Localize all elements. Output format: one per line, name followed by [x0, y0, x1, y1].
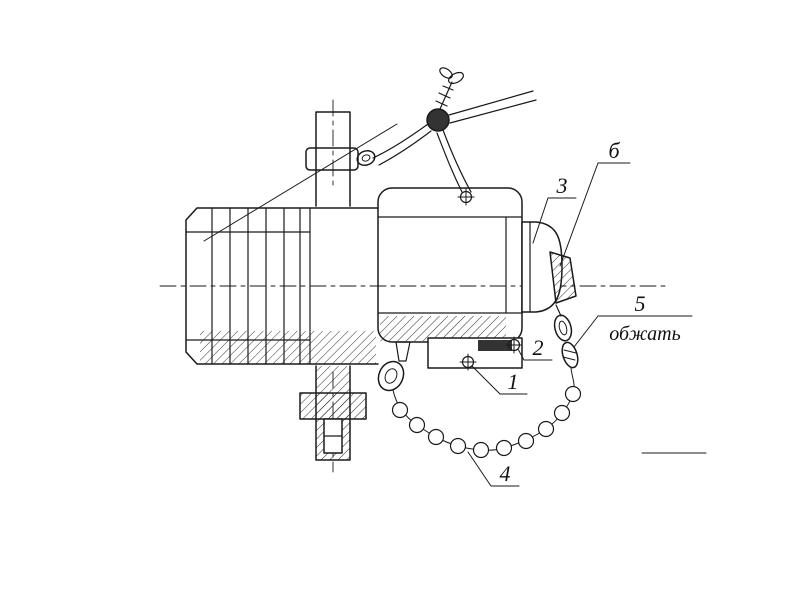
lockwire-eyelet-hole [361, 154, 371, 162]
note-crimp: обжать [609, 323, 680, 345]
panel-top-bolt [305, 147, 359, 171]
lead-seal [426, 108, 450, 132]
chain-bead [427, 428, 445, 446]
pipe-section-hatch [200, 331, 376, 364]
marker-item-1 [459, 353, 477, 371]
marker-item-2 [505, 336, 523, 354]
marker-cross [459, 353, 477, 371]
chain-bead [408, 416, 426, 434]
chain-bead [517, 432, 535, 450]
leader-5 [573, 315, 693, 348]
chain-cord [392, 367, 575, 451]
nut-section-hatch [380, 316, 506, 341]
leader-6 [559, 162, 631, 267]
chain-beads [391, 385, 582, 459]
seal-assembly [427, 337, 523, 369]
wire-run-left [203, 123, 398, 242]
pipe-outline [185, 207, 379, 365]
lockwire-eyelet [356, 149, 376, 167]
chain-eyelet-hole [384, 368, 398, 384]
callout-1: 1 [508, 369, 519, 394]
marker-cross [505, 336, 523, 354]
link-loop-hole [558, 320, 568, 336]
union-nut [377, 187, 523, 343]
leader-4 [467, 451, 520, 487]
wire-run-right [448, 90, 537, 124]
lockwire-assembly [203, 67, 537, 242]
callout-2: 2 [533, 335, 544, 360]
lanyard-link [553, 304, 579, 369]
crimp-sleeve-item-5 [561, 341, 579, 369]
mounting-panel [299, 111, 376, 461]
chain-bead [495, 439, 513, 457]
leader-lines [467, 162, 707, 487]
wire-twist-loop-b [439, 67, 453, 79]
lockwire-curves [436, 129, 472, 193]
chain-eyelet [377, 360, 405, 392]
twisted-wire [435, 81, 454, 110]
marker-lockwire-hole [457, 188, 475, 206]
callout-labels: б 3 5 обжать 2 1 4 [500, 138, 681, 486]
crimp-marks [562, 349, 577, 361]
reference-markers [457, 188, 523, 371]
leader-2 [517, 348, 553, 361]
chain-bead [553, 404, 571, 422]
callout-4: 4 [500, 461, 511, 486]
link-connector [555, 304, 562, 317]
chain-bead [472, 441, 490, 459]
leader-1 [471, 365, 528, 395]
nut-facet-lines [377, 216, 523, 314]
pipe-thread-lines [211, 207, 311, 365]
chain-bead [391, 401, 409, 419]
chain-bead [537, 420, 555, 438]
chain-anchor-tab [395, 341, 411, 362]
callout-6: б [608, 138, 620, 163]
chain-bead [449, 437, 467, 455]
wire-run-to-panel [372, 123, 432, 166]
leader-3 [532, 197, 577, 244]
centerlines [159, 99, 667, 473]
callout-5: 5 [635, 291, 646, 316]
panel-flange [299, 392, 367, 420]
callout-3: 3 [556, 173, 568, 198]
link-loop [553, 314, 573, 342]
seal-ring-item-2 [478, 340, 512, 351]
pipe-fitting [185, 207, 379, 365]
wire-twist-loop-a [448, 71, 464, 85]
bead-chain [377, 341, 582, 459]
chain-bead [564, 385, 582, 403]
marker-cross [457, 188, 475, 206]
